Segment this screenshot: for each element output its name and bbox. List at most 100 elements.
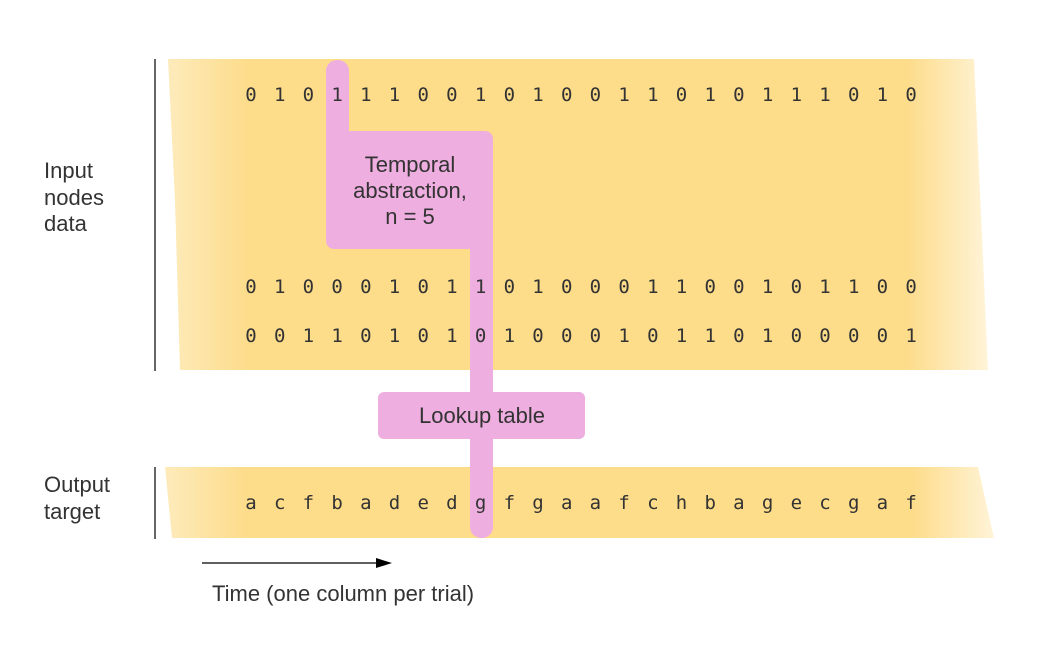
- output-cell: f: [504, 492, 515, 514]
- mid-cell: 0: [561, 276, 572, 298]
- top-cell: 1: [274, 84, 285, 106]
- top-cell: 0: [676, 84, 687, 106]
- mid-cell: 0: [905, 276, 916, 298]
- mid-cell: 0: [877, 276, 888, 298]
- input-label-line-1: Input: [44, 158, 93, 183]
- mid-cell: 1: [676, 276, 687, 298]
- output-cell: e: [417, 492, 428, 514]
- mid-cell: 0: [360, 276, 371, 298]
- output-band: [165, 467, 994, 538]
- mid-cell: 0: [331, 276, 342, 298]
- bottom-cell: 0: [819, 325, 830, 347]
- top-cell: 0: [504, 84, 515, 106]
- output-cell: d: [446, 492, 457, 514]
- output-cell: d: [389, 492, 400, 514]
- bottom-cell: 0: [877, 325, 888, 347]
- top-cell: 1: [647, 84, 658, 106]
- top-cell: 1: [791, 84, 802, 106]
- top-cell: 0: [303, 84, 314, 106]
- output-cell: b: [331, 492, 342, 514]
- top-cell: 0: [733, 84, 744, 106]
- mid-cell: 0: [417, 276, 428, 298]
- input-label-line-2: nodes: [44, 185, 104, 210]
- bottom-cell: 0: [417, 325, 428, 347]
- top-cell: 1: [475, 84, 486, 106]
- top-cell: 1: [360, 84, 371, 106]
- output-cell: a: [245, 492, 256, 514]
- top-cell: 1: [819, 84, 830, 106]
- bottom-cell: 0: [590, 325, 601, 347]
- top-cell: 1: [704, 84, 715, 106]
- bottom-cell: 1: [504, 325, 515, 347]
- connector-column-highlight: [470, 200, 493, 538]
- top-cell: 0: [245, 84, 256, 106]
- bottom-cell: 0: [561, 325, 572, 347]
- mid-cell: 0: [590, 276, 601, 298]
- output-cell: g: [532, 492, 543, 514]
- bottom-cell: 0: [848, 325, 859, 347]
- output-label-line-2: target: [44, 499, 100, 524]
- output-cell: g: [848, 492, 859, 514]
- bottom-cell: 0: [245, 325, 256, 347]
- output-cell: c: [274, 492, 285, 514]
- bottom-cell: 1: [676, 325, 687, 347]
- mid-cell: 0: [303, 276, 314, 298]
- lookup-table-box: [378, 392, 585, 439]
- top-cell: 1: [618, 84, 629, 106]
- highlight-path: [326, 60, 585, 538]
- time-axis-label: Time (one column per trial): [212, 581, 474, 606]
- output-cell: c: [819, 492, 830, 514]
- bottom-cell: 1: [762, 325, 773, 347]
- mid-cell: 1: [475, 276, 486, 298]
- bottom-cell: 1: [331, 325, 342, 347]
- bottom-cell: 1: [389, 325, 400, 347]
- output-cell: f: [618, 492, 629, 514]
- time-arrow-head: [376, 558, 392, 568]
- bottom-cell: 0: [360, 325, 371, 347]
- top-cell: 0: [446, 84, 457, 106]
- mid-cell: 1: [532, 276, 543, 298]
- mid-cell: 1: [848, 276, 859, 298]
- top-cell: 0: [905, 84, 916, 106]
- bottom-cell: 1: [303, 325, 314, 347]
- bottom-cell: 1: [446, 325, 457, 347]
- mid-cell: 0: [618, 276, 629, 298]
- bottom-cell: 1: [905, 325, 916, 347]
- mid-cell: 0: [733, 276, 744, 298]
- top-cell: 0: [561, 84, 572, 106]
- top-cell: 1: [331, 84, 342, 106]
- output-cell: f: [905, 492, 916, 514]
- output-cell: h: [676, 492, 687, 514]
- bottom-cell: 1: [618, 325, 629, 347]
- bottom-cell: 0: [532, 325, 543, 347]
- temporal-box-line-1: Temporal: [365, 152, 455, 177]
- output-cell: g: [762, 492, 773, 514]
- mid-cell: 0: [704, 276, 715, 298]
- output-cell: a: [733, 492, 744, 514]
- mid-cell: 1: [389, 276, 400, 298]
- top-cell: 1: [762, 84, 773, 106]
- bottom-cell: 0: [274, 325, 285, 347]
- mid-cell: 1: [819, 276, 830, 298]
- output-label-line-1: Output: [44, 472, 110, 497]
- top-cell: 1: [389, 84, 400, 106]
- temporal-abstraction-box: [326, 131, 493, 249]
- lookup-table-label: Lookup table: [419, 403, 545, 428]
- bottom-cell: 1: [704, 325, 715, 347]
- output-cell: f: [303, 492, 314, 514]
- output-cell: a: [877, 492, 888, 514]
- top-cell: 0: [848, 84, 859, 106]
- mid-cell: 1: [762, 276, 773, 298]
- mid-cell: 0: [791, 276, 802, 298]
- input-label-line-3: data: [44, 211, 88, 236]
- mid-cell: 0: [245, 276, 256, 298]
- output-cell: b: [704, 492, 715, 514]
- mid-cell: 1: [274, 276, 285, 298]
- output-cell: a: [590, 492, 601, 514]
- output-cell: g: [475, 492, 486, 514]
